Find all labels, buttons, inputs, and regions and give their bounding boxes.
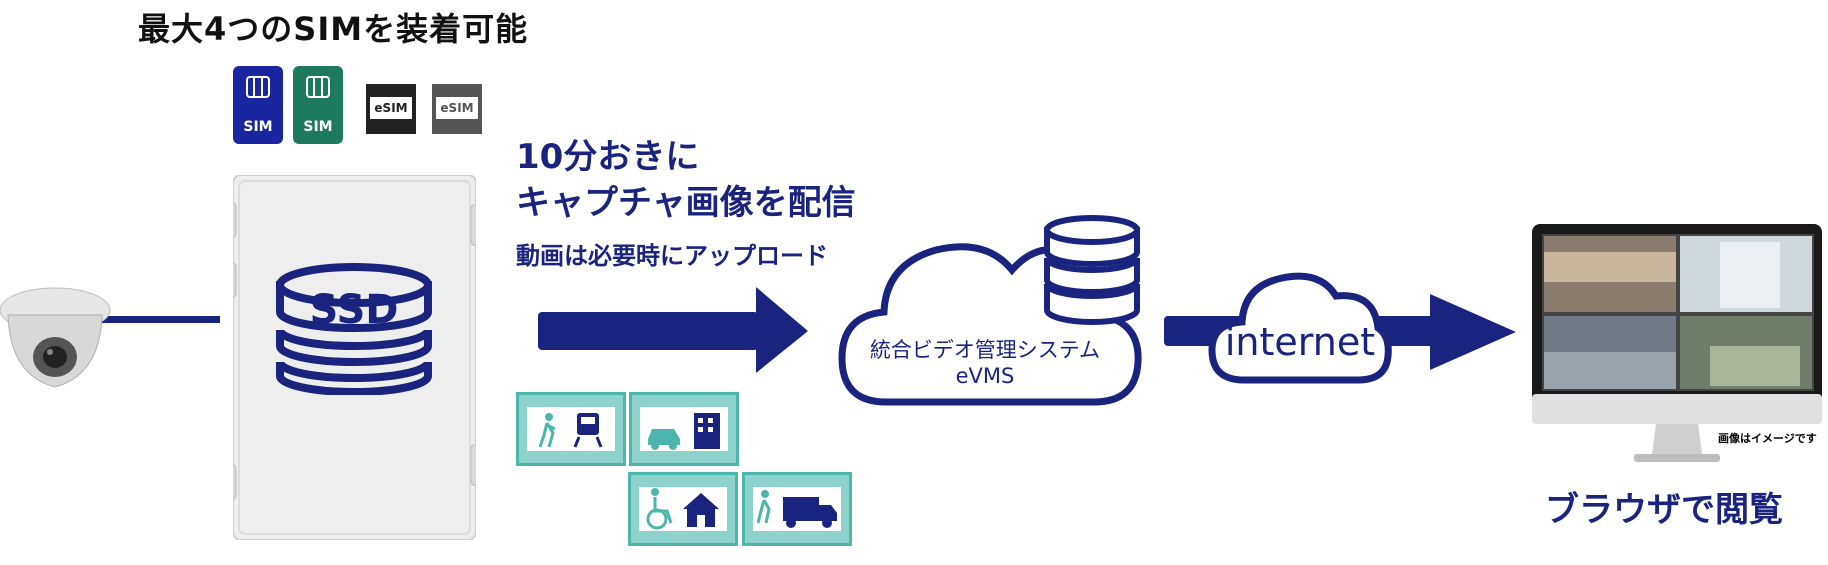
evms-label: 統合ビデオ管理システム eVMS xyxy=(850,337,1120,389)
film-frame-3 xyxy=(628,472,738,546)
film-frame-2 xyxy=(629,392,739,466)
image-note: 画像はイメージです xyxy=(1718,432,1817,445)
ssd-label: SSD xyxy=(309,287,399,333)
car-building-icon xyxy=(648,413,720,450)
sim-label: SIM xyxy=(303,119,333,135)
arrow-right-icon xyxy=(538,287,808,373)
ssd-storage-icon xyxy=(276,263,432,395)
person-train-icon xyxy=(539,413,603,448)
esim-label: eSIM xyxy=(370,97,412,119)
page-title: 最大4つのSIMを装着可能 xyxy=(138,10,529,48)
evms-line-1: 統合ビデオ管理システム xyxy=(869,338,1101,362)
monitor-graphic xyxy=(1532,224,1822,462)
capture-description: 10分おきに キャプチャ画像を配信 xyxy=(516,134,856,226)
capture-line-2: キャプチャ画像を配信 xyxy=(516,183,856,223)
sim-card-blue: SIM xyxy=(233,66,283,144)
evms-line-2: eVMS xyxy=(955,364,1015,388)
esim-chip-gray: eSIM xyxy=(432,84,482,134)
upload-note: 動画は必要時にアップロード xyxy=(516,242,828,270)
edge-device-enclosure: SSD xyxy=(219,174,486,541)
person-truck-icon xyxy=(757,490,837,528)
esim-chip-dark: eSIM xyxy=(366,84,416,134)
internet-cloud-icon xyxy=(1208,272,1392,384)
database-icon xyxy=(1044,215,1140,325)
camera-cable xyxy=(100,316,220,323)
sim-card-green: SIM xyxy=(293,66,343,144)
film-frame-4 xyxy=(742,472,852,546)
wheelchair-house-icon xyxy=(646,488,719,530)
browse-label: ブラウザで閲覧 xyxy=(1545,490,1783,530)
esim-label: eSIM xyxy=(436,97,478,119)
dome-camera-icon xyxy=(0,287,220,388)
sim-chip-icon xyxy=(246,76,270,98)
monitor xyxy=(1530,222,1828,467)
sim-chip-icon xyxy=(306,76,330,98)
capture-line-1: 10分おきに xyxy=(516,137,700,177)
sim-label: SIM xyxy=(243,119,273,135)
film-frame-1 xyxy=(516,392,626,466)
internet-label: internet xyxy=(1224,320,1376,364)
